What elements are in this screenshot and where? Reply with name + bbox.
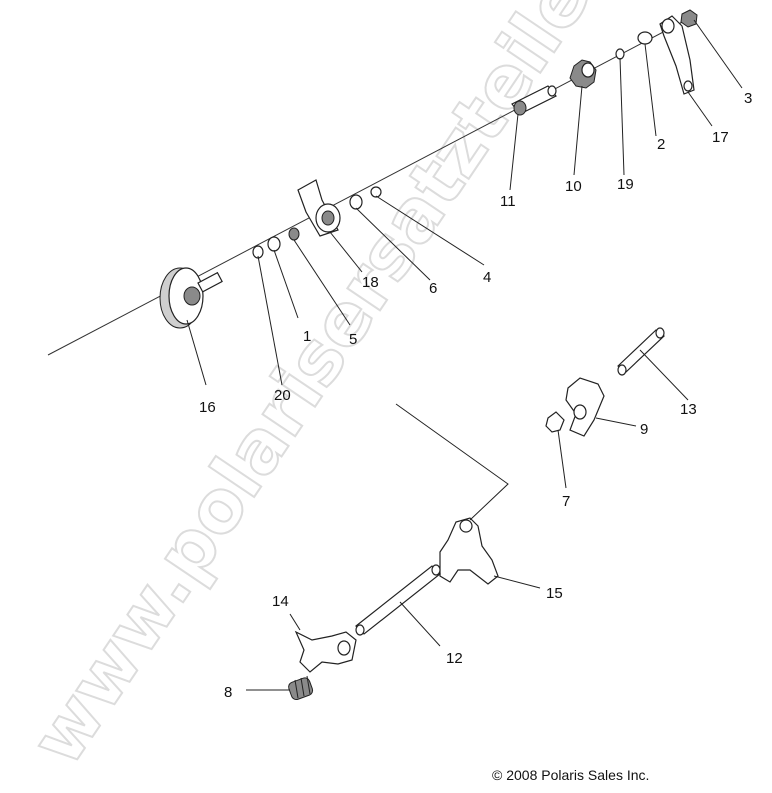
callout-17: 17 [712, 129, 729, 146]
part-12-fork-rod [355, 564, 441, 636]
callout-18: 18 [362, 274, 379, 291]
callout-7: 7 [562, 493, 570, 510]
part-15-shift-fork [439, 517, 499, 585]
part-18-bracket [297, 179, 341, 237]
part-10-index-gear [569, 59, 597, 89]
part-19-washer [615, 48, 625, 60]
callout-14: 14 [272, 593, 289, 610]
part-7-clip [545, 411, 565, 433]
callout-6: 6 [429, 280, 437, 297]
callout-19: 19 [617, 176, 634, 193]
callout-20: 20 [274, 387, 291, 404]
callout-5: 5 [349, 331, 357, 348]
part-3-nut [680, 9, 698, 28]
callout-11: 11 [500, 193, 516, 210]
copyright-text: © 2008 Polaris Sales Inc. [492, 767, 649, 783]
callout-4: 4 [483, 269, 491, 286]
callout-3: 3 [744, 90, 752, 107]
part-5-ring [288, 227, 300, 241]
part-16-shift-drum [159, 267, 223, 329]
callout-13: 13 [680, 401, 697, 418]
callout-12: 12 [446, 650, 463, 667]
part-11-shaft [511, 85, 557, 116]
callout-16: 16 [199, 399, 216, 416]
callout-15: 15 [546, 585, 563, 602]
part-2-washer [637, 31, 653, 45]
part-8-spring [288, 675, 314, 701]
callout-1: 1 [303, 328, 311, 345]
leader-lines [186, 19, 743, 691]
part-17-shift-arm [659, 15, 695, 95]
part-9-shift-fork [565, 377, 605, 437]
callout-9: 9 [640, 421, 648, 438]
callout-10: 10 [565, 178, 582, 195]
part-6-washer [349, 194, 363, 210]
callout-2: 2 [657, 136, 665, 153]
part-1-washer [267, 236, 281, 252]
callout-8: 8 [224, 684, 232, 701]
part-14-shift-fork [294, 630, 357, 673]
callout-labels: 16 20 1 5 18 6 4 11 10 19 2 17 3 13 9 7 … [199, 90, 752, 701]
part-4-bushing [370, 186, 382, 198]
